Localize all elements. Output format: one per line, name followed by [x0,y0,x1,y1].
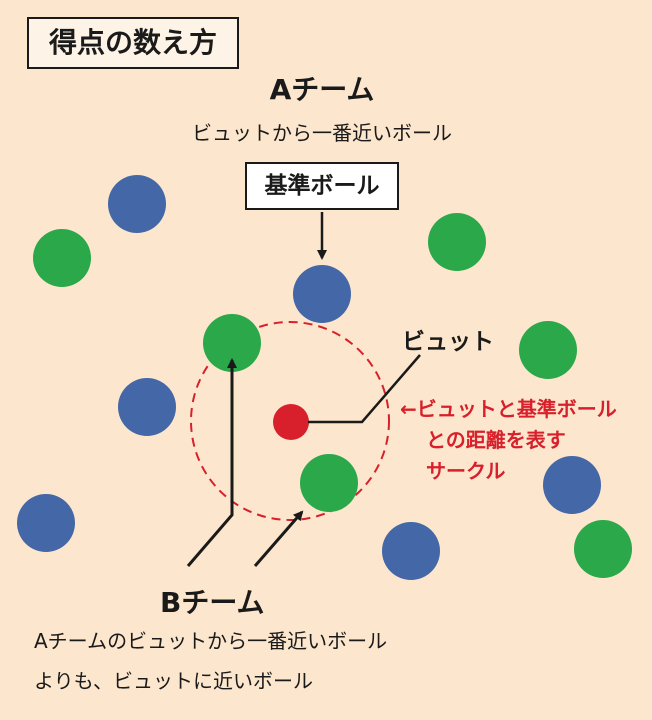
jack-leader-line [308,354,421,424]
team-b-label: Bチーム [160,586,265,619]
team-a-ball [118,378,176,436]
team-a-description: ビュットから一番近いボール [192,121,452,145]
team-a-ball [17,494,75,552]
team-b-description-line-1: Aチームのビュットから一番近いボール [34,629,388,653]
team-b-ball [33,229,91,287]
distance-circle [190,321,390,521]
jack-ball [273,404,309,440]
team-b-ball [574,520,632,578]
title-box: 得点の数え方 [27,17,239,69]
circle-note-line-1: ←ビュットと基準ボール [400,397,617,421]
team-b-description-line-2: よりも、ビュットに近いボール [34,669,313,693]
team-a-ball [382,522,440,580]
team-a-ball [543,456,601,514]
team-a-reference-ball [293,265,351,323]
team-b-arrow-2 [253,510,304,567]
team-b-ball [428,213,486,271]
team-b-ball [300,454,358,512]
team-b-ball [519,321,577,379]
circle-note-line-3: サークル [426,459,506,483]
team-b-arrow-1 [186,358,237,567]
circle-note-line-2: との距離を表す [426,428,566,452]
team-a-ball [108,175,166,233]
team-b-ball [203,314,261,372]
team-a-label: Aチーム [269,73,375,106]
jack-label: ビュット [402,329,494,355]
reference-ball-label: 基準ボール [245,162,399,210]
